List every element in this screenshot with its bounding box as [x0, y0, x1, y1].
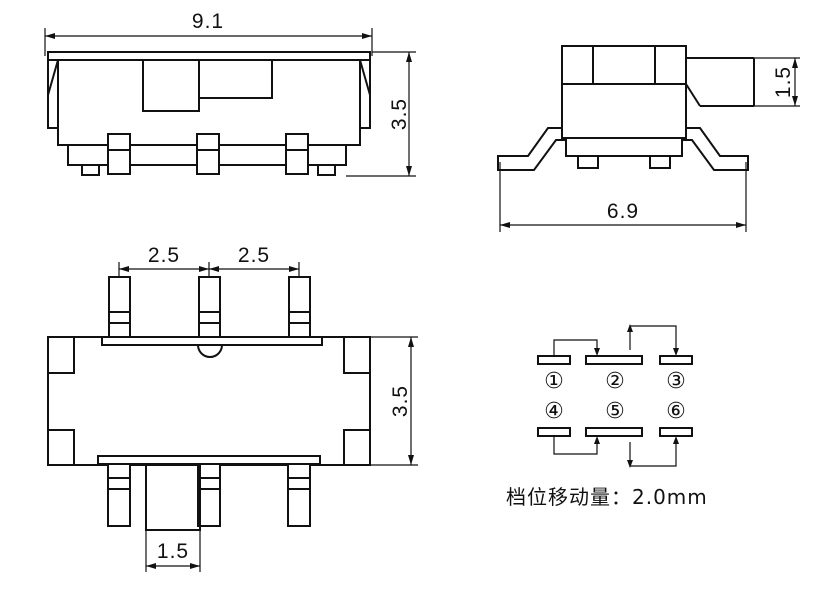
side-view: 1.5 6.9: [497, 45, 800, 232]
bottom-view: 2.5 2.5 3.5 1.5: [47, 244, 418, 572]
dim-side-lead: 1.5: [772, 66, 795, 98]
dim-top-height: 3.5: [388, 98, 411, 130]
dim-top-width: 9.1: [192, 10, 224, 33]
dim-slider-width: 1.5: [157, 540, 189, 563]
dim-bottom-height: 3.5: [389, 385, 412, 417]
front-view: 9.1 3.5: [44, 10, 416, 177]
terminal-1: ①: [544, 369, 564, 394]
terminal-4: ④: [544, 399, 564, 424]
circuit-schematic: ① ② ③ ④ ⑤ ⑥: [537, 324, 693, 468]
front-pins: [81, 133, 336, 176]
travel-caption: 档位移动量：2.0mm: [506, 485, 708, 509]
terminal-3: ③: [666, 369, 686, 394]
terminal-2: ②: [605, 369, 625, 394]
dim-pitch-left: 2.5: [148, 244, 180, 267]
terminal-5: ⑤: [605, 399, 625, 424]
terminal-6: ⑥: [666, 399, 686, 424]
dim-side-width: 6.9: [607, 200, 639, 223]
dim-pitch-right: 2.5: [238, 244, 270, 267]
